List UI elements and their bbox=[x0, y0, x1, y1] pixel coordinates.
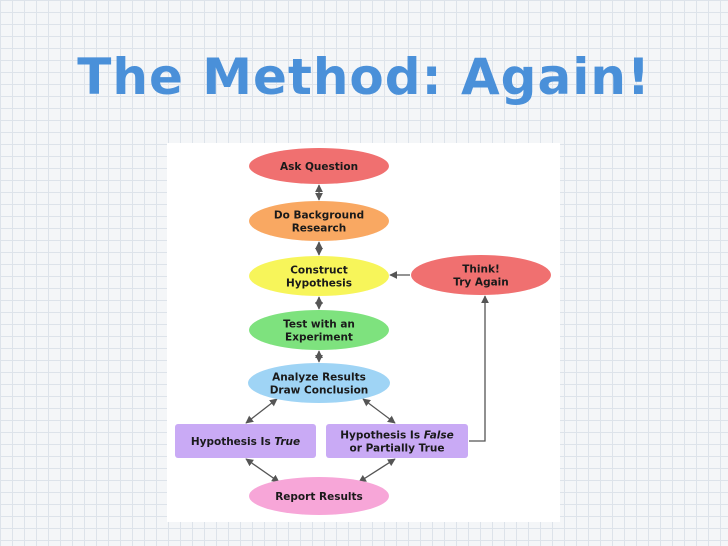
edge-analyze-to-false bbox=[362, 398, 396, 424]
node-think-shape bbox=[411, 255, 551, 295]
node-true-label-line-1: Hypothesis Is True bbox=[191, 436, 300, 448]
edge-false-to-report bbox=[358, 458, 396, 483]
node-true-shape bbox=[175, 424, 316, 458]
node-experiment-label-line-1: Test with an bbox=[283, 319, 355, 331]
node-ask-shape bbox=[249, 148, 389, 184]
node-think: Think!Try Again bbox=[411, 255, 551, 295]
node-analyze-label-line-2: Draw Conclusion bbox=[270, 385, 369, 397]
slide-title: The Method: Again! bbox=[77, 48, 651, 106]
node-research-label-line-2: Research bbox=[292, 223, 347, 235]
node-report-label-line-1: Report Results bbox=[275, 491, 363, 503]
node-research-shape bbox=[249, 201, 389, 241]
node-think-label-line-2: Try Again bbox=[453, 277, 509, 289]
edge-analyze-to-true bbox=[245, 398, 278, 424]
node-hypothesis-shape bbox=[249, 256, 389, 296]
node-experiment-shape bbox=[249, 310, 389, 350]
node-analyze-shape bbox=[248, 363, 390, 403]
node-false-label-line-1: Hypothesis Is False bbox=[340, 430, 454, 442]
node-experiment-label-line-2: Experiment bbox=[285, 332, 353, 344]
edge-false-to-think bbox=[469, 295, 489, 442]
node-think-label-line-1: Think! bbox=[462, 264, 499, 276]
edge-true-to-report bbox=[245, 458, 280, 483]
node-hypothesis-label-line-1: Construct bbox=[290, 265, 348, 277]
node-true: Hypothesis Is True bbox=[175, 424, 316, 458]
node-report: Report Results bbox=[249, 477, 389, 515]
nodes-layer: Ask Question Do BackgroundResearchConstru… bbox=[175, 148, 551, 515]
node-research-label-line-1: Do Background bbox=[274, 210, 364, 222]
node-analyze-label-line-1: Analyze Results bbox=[272, 372, 366, 384]
edges-layer bbox=[245, 184, 489, 483]
node-report-shape bbox=[249, 477, 389, 515]
node-hypothesis-label-line-2: Hypothesis bbox=[286, 278, 352, 290]
scientific-method-flowchart: Ask Question Do BackgroundResearchConstru… bbox=[175, 148, 551, 515]
node-ask-label-line-1: Ask Question bbox=[280, 161, 358, 173]
node-false-shape bbox=[326, 424, 468, 458]
node-false-label-line-2: or Partially True bbox=[350, 443, 445, 455]
node-ask: Ask Question bbox=[249, 148, 389, 184]
